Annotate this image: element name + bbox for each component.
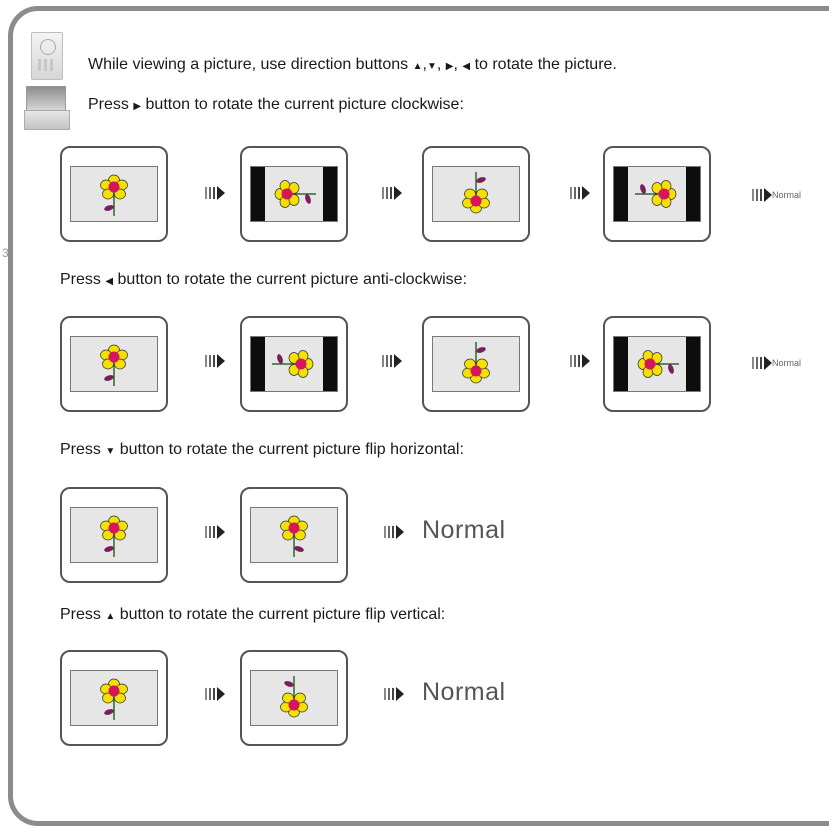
up-arrow-icon: ▲	[412, 61, 423, 72]
next-step-arrow-icon	[382, 354, 402, 368]
next-step-arrow-icon	[382, 186, 402, 200]
right-arrow-icon: ▶	[133, 101, 142, 112]
remote-control-icon	[31, 32, 63, 80]
section-heading-anticlockwise: Press ◀ button to rotate the current pic…	[60, 271, 468, 288]
section-heading-flip-horizontal: Press ▼ button to rotate the current pic…	[60, 441, 464, 458]
next-step-arrow-icon	[205, 186, 225, 200]
picture-frame	[240, 146, 348, 242]
down-arrow-icon: ▼	[105, 446, 116, 457]
next-step-arrow-icon	[205, 354, 225, 368]
picture-frame	[603, 316, 711, 412]
next-step-arrow-icon	[205, 525, 225, 539]
next-step-arrow-icon	[205, 687, 225, 701]
intro-lead: While viewing a picture, use direction b…	[88, 56, 409, 73]
flower-image	[274, 179, 316, 209]
separator: ,	[453, 56, 458, 73]
flower-image	[279, 676, 309, 718]
flower-image	[637, 349, 679, 379]
section-heading-clockwise: Press ▶ button to rotate the current pic…	[88, 96, 464, 113]
picture-frame	[60, 487, 168, 583]
result-label: Normal	[422, 516, 506, 544]
picture-frame	[422, 146, 530, 242]
picture-frame	[60, 316, 168, 412]
left-arrow-icon: ◀	[105, 276, 114, 287]
separator: ,	[436, 56, 442, 73]
next-step-arrow-icon	[752, 188, 772, 202]
flower-image	[635, 179, 677, 209]
next-step-arrow-icon	[752, 356, 772, 370]
next-step-arrow-icon	[384, 525, 404, 539]
intro-suffix: to rotate the picture.	[474, 56, 617, 73]
picture-frame	[240, 650, 348, 746]
flower-image	[461, 172, 491, 214]
flower-image	[279, 515, 309, 557]
flower-image	[99, 174, 129, 216]
picture-frame	[240, 487, 348, 583]
picture-frame	[60, 146, 168, 242]
left-arrow-icon: ◀	[462, 61, 471, 72]
picture-frame	[60, 650, 168, 746]
next-step-arrow-icon	[570, 186, 590, 200]
down-arrow-icon: ▼	[426, 61, 437, 72]
picture-frame	[240, 316, 348, 412]
picture-frame	[422, 316, 530, 412]
result-label: Normal	[422, 678, 506, 706]
next-step-arrow-icon	[570, 354, 590, 368]
flower-image	[99, 344, 129, 386]
separator: ,	[422, 56, 427, 73]
margin-mark: 3	[2, 246, 9, 260]
right-arrow-icon: ▶	[445, 61, 454, 72]
result-label: Normal	[772, 190, 802, 200]
section-heading-flip-vertical: Press ▲ button to rotate the current pic…	[60, 606, 446, 623]
result-label: Normal	[772, 358, 802, 368]
next-step-arrow-icon	[384, 687, 404, 701]
flower-image	[99, 515, 129, 557]
flower-image	[461, 342, 491, 384]
flower-image	[272, 349, 314, 379]
flower-image	[99, 678, 129, 720]
photo-frame-device-icon	[24, 86, 70, 130]
up-arrow-icon: ▲	[105, 611, 116, 622]
picture-frame	[603, 146, 711, 242]
intro-text: While viewing a picture, use direction b…	[88, 56, 617, 74]
